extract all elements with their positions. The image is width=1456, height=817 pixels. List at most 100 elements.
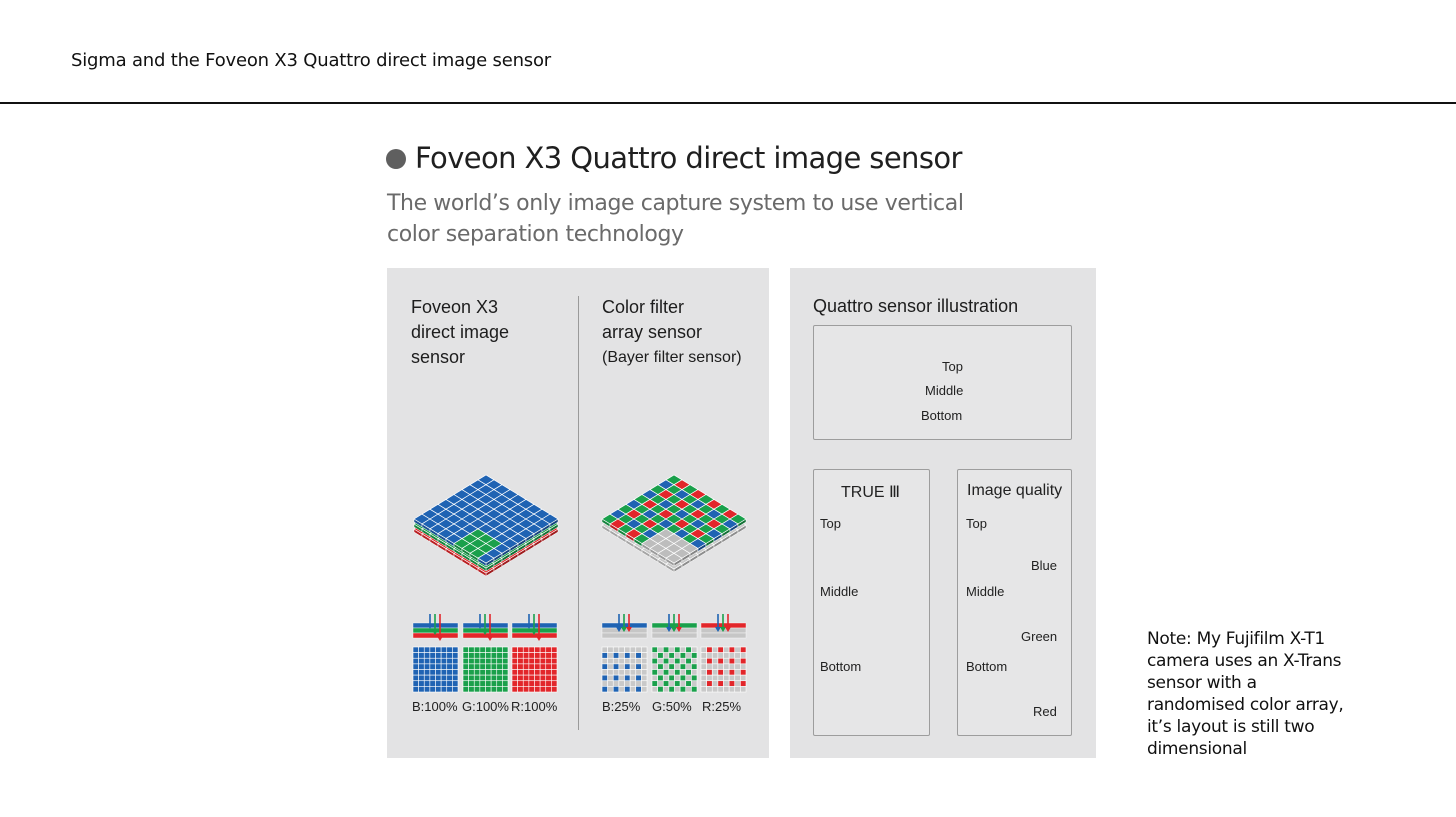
foveon-grid-pixel (468, 663, 475, 670)
bayer-grid-pixel (691, 646, 698, 653)
bayer-grid-pixel (717, 669, 724, 676)
bayer-grid-pixel (612, 663, 620, 670)
foveon-grid-pixel (545, 669, 552, 676)
foveon-grid-pixel (440, 674, 448, 682)
bayer-grid-pixel (734, 686, 741, 693)
foveon-grid-pixel (511, 674, 518, 682)
foveon-grid-pixel (511, 657, 518, 665)
column-divider (578, 296, 579, 730)
bayer-arrow-green-head (671, 627, 677, 632)
foveon-grid-pixel (423, 680, 431, 687)
foveon-grid-pixel (446, 686, 453, 693)
bayer-grid-pixel (668, 686, 675, 693)
bayer-grid-pixel (651, 680, 658, 687)
foveon-grid-pixel (462, 669, 469, 676)
bayer-grid-pixel (728, 663, 736, 670)
foveon-grid-pixel (473, 652, 481, 659)
foveon-grid-pixel (502, 674, 509, 682)
bayer-grid-pixel (674, 680, 681, 687)
bayer-grid-pixel (700, 652, 707, 659)
foveon-grid-pixel (539, 652, 547, 659)
bayer-grid-pixel (711, 669, 719, 676)
foveon-grid-pixel (452, 686, 459, 693)
bayer-grid-pixel (700, 674, 707, 682)
layer-middle-label: Middle (925, 383, 964, 398)
bayer-grid-pixel (728, 652, 736, 659)
true-engine-box (813, 469, 930, 736)
bayer-grid-pixel (740, 652, 747, 659)
bayer-grid-pixel (601, 657, 608, 665)
bayer-grid-pixel (685, 680, 692, 687)
foveon-grid-pixel (418, 646, 425, 653)
foveon-arrow-red-head (487, 636, 493, 641)
foveon-grid-pixel (545, 680, 552, 687)
bayer-grid-pixel (668, 652, 675, 659)
bayer-grid-pixel (657, 663, 664, 670)
bayer-grid-pixel (662, 686, 670, 693)
foveon-grid-pixel (490, 646, 498, 653)
foveon-grid-pixel (517, 652, 524, 659)
bayer-grid-pixel (624, 680, 631, 687)
bayer-grid-pixel (723, 669, 730, 676)
bayer-grid-pixel (618, 652, 625, 659)
foveon-grid-pixel (551, 686, 558, 693)
bayer-grid-pixel (734, 646, 741, 653)
quality-green-label: Green (1021, 629, 1058, 644)
bayer-grid-pixel (679, 652, 687, 659)
foveon-grid-pixel (485, 686, 492, 693)
foveon-grid-pixel (534, 657, 541, 665)
bayer-grid-pixel (651, 657, 658, 665)
bayer-grid-pixel (668, 669, 675, 676)
foveon-grid-pixel (440, 646, 448, 653)
bayer-grid-pixel (641, 646, 648, 653)
bayer-grid-pixel (607, 686, 614, 693)
bayer-grid-pixel (691, 657, 698, 665)
foveon-grid-pixel (511, 646, 518, 653)
foveon-grid-pixel (517, 674, 524, 682)
bayer-grid-pixel (624, 674, 631, 682)
foveon-grid-pixel (446, 657, 453, 665)
foveon-arrow-blue-head (427, 624, 433, 629)
foveon-grid-pixel (490, 663, 498, 670)
bayer-grid-pixel (679, 674, 687, 682)
bayer-grid-pixel (612, 680, 620, 687)
foveon-grid-pixel (496, 657, 503, 665)
bayer-grid-pixel (679, 663, 687, 670)
foveon-grid-pixel (412, 674, 419, 682)
slide-title: Sigma and the Foveon X3 Quattro direct i… (71, 50, 551, 71)
foveon-grid-pixel (534, 652, 541, 659)
foveon-grid-pixel (502, 663, 509, 670)
foveon-grid-pixel (502, 646, 509, 653)
foveon-grid-pixel (479, 652, 486, 659)
foveon-grid-pixel (418, 652, 425, 659)
bayer-grid-pixel (641, 686, 648, 693)
bayer-grid-pixel (624, 686, 631, 693)
bayer-grid-pixel (691, 686, 698, 693)
foveon-grid-pixel (446, 646, 453, 653)
foveon-grid-pixel (452, 652, 459, 659)
bayer-grid-pixel (635, 686, 642, 693)
bayer-grid-pixel (607, 646, 614, 653)
foveon-grid-pixel (485, 680, 492, 687)
bayer-grid-pixel (607, 663, 614, 670)
bayer-grid-pixel (723, 663, 730, 670)
foveon-grid-pixel (522, 674, 530, 682)
foveon-grid-pixel (502, 680, 509, 687)
bayer-grid-pixel (612, 686, 620, 693)
bayer-grid-pixel (624, 663, 631, 670)
foveon-grid-pixel (502, 652, 509, 659)
bayer-grid-pixel (601, 652, 608, 659)
bayer-grid-pixel (601, 686, 608, 693)
bayer-grid-pixel (612, 669, 620, 676)
bayer-heading-line: Color filter (602, 297, 685, 317)
foveon-grid-pixel (539, 680, 547, 687)
foveon-grid-pixel (418, 669, 425, 676)
bayer-grid-pixel (740, 686, 747, 693)
foveon-grid-pixel (528, 652, 535, 659)
bayer-grid-pixel (691, 669, 698, 676)
bayer-grid-pixel (657, 657, 664, 665)
bayer-grid-pixel (629, 680, 637, 687)
foveon-grid-pixel (479, 663, 486, 670)
quality-top-label: Top (966, 516, 987, 531)
layer-top-label: Top (942, 359, 963, 374)
